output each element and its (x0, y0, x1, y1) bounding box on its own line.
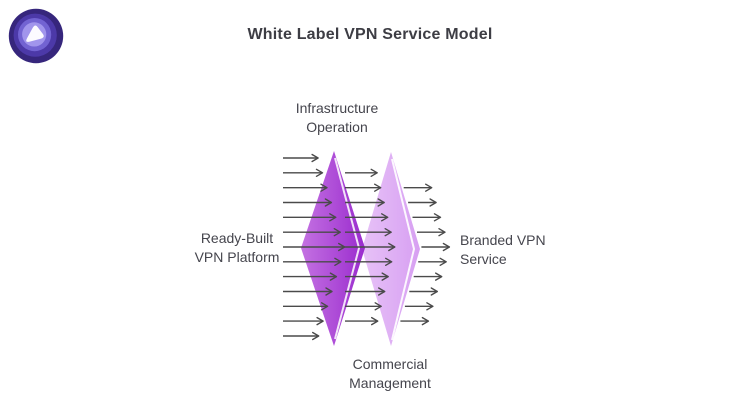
brand-logo-icon[interactable] (8, 8, 64, 64)
left-diamond-edge-stripe (334, 157, 360, 340)
logo-triangle-core (26, 25, 44, 42)
flow-arrows (283, 153, 451, 341)
page-title: White Label VPN Service Model (247, 26, 493, 43)
left-diamond-shape (301, 151, 365, 346)
right-diamond-edge-stripe (391, 158, 415, 341)
right-diamond-shape (362, 152, 420, 346)
